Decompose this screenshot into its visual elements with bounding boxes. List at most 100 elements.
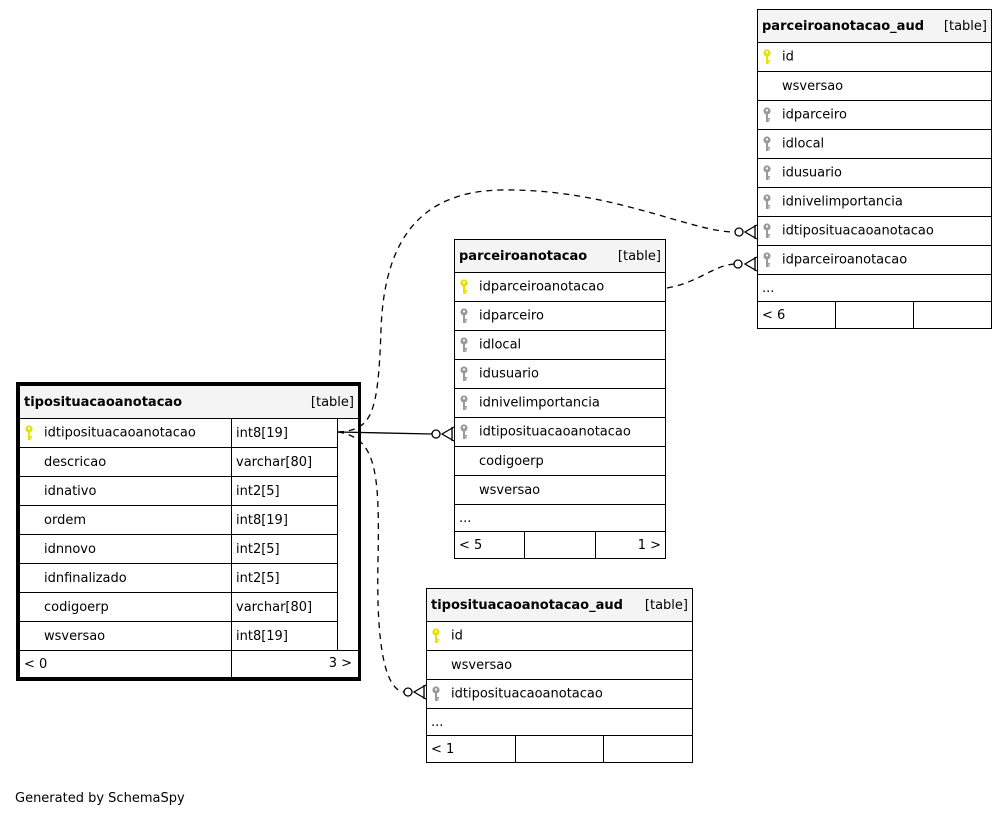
column-name-cell[interactable]: idnivelimportancia	[454, 388, 666, 418]
column-name-cell[interactable]: idparceiroanotacao	[454, 272, 666, 302]
column-name-cell[interactable]: idnnovo	[19, 534, 232, 564]
column-name-cell[interactable]: id	[757, 42, 992, 72]
table-header[interactable]: tiposituacaoanotacao_aud [table]	[426, 588, 693, 622]
column-name: idnivelimportancia	[479, 395, 600, 411]
column-name-cell[interactable]: idparceiro	[757, 100, 992, 130]
column-row[interactable]: id	[426, 621, 693, 651]
footer-left[interactable]: < 5	[453, 531, 526, 559]
primary-key-icon	[762, 49, 776, 65]
column-name-cell[interactable]: wsversao	[454, 475, 666, 505]
column-type: int8[19]	[231, 505, 338, 535]
column-row[interactable]: idnivelimportancia	[454, 388, 666, 418]
column-name: codigoerp	[479, 453, 544, 469]
column-name-cell[interactable]: wsversao	[19, 621, 232, 651]
column-row[interactable]: idtiposituacaoanotacao	[757, 216, 992, 246]
generated-by-credit[interactable]: Generated by SchemaSpy	[15, 791, 185, 806]
column-name-cell[interactable]: idtiposituacaoanotacao	[19, 418, 232, 448]
column-name-cell[interactable]: idparceiro	[454, 301, 666, 331]
column-name-cell[interactable]: idusuario	[454, 359, 666, 389]
column-name-cell[interactable]: idtiposituacaoanotacao	[454, 417, 666, 447]
column-spacer	[337, 534, 359, 564]
column-row[interactable]: idusuario	[454, 359, 666, 389]
column-row[interactable]: idparceiro	[454, 301, 666, 331]
table-tiposituacaoanotacao[interactable]: tiposituacaoanotacao [table] idtipositua…	[16, 382, 361, 681]
foreign-key-icon	[762, 223, 776, 239]
column-name-cell[interactable]: idtiposituacaoanotacao	[757, 216, 992, 246]
more-columns-ellipsis[interactable]: ...	[426, 708, 693, 736]
column-name-cell[interactable]: ordem	[19, 505, 232, 535]
column-name-cell[interactable]: idlocal	[454, 330, 666, 360]
column-name-cell[interactable]: descricao	[19, 447, 232, 477]
column-name: codigoerp	[44, 599, 109, 615]
column-row[interactable]: wsversao	[757, 71, 992, 101]
column-name-cell[interactable]: codigoerp	[454, 446, 666, 476]
column-name-cell[interactable]: idnativo	[19, 476, 232, 506]
more-columns-ellipsis[interactable]: ...	[757, 274, 992, 302]
column-name-cell[interactable]: id	[426, 621, 693, 651]
foreign-key-icon	[459, 424, 473, 440]
column-type: int2[5]	[231, 476, 338, 506]
column-name-cell[interactable]: idlocal	[757, 129, 992, 159]
column-row[interactable]: idparceiroanotacao	[757, 245, 992, 275]
column-name-cell[interactable]: idnfinalizado	[19, 563, 232, 593]
column-row[interactable]: idlocal	[757, 129, 992, 159]
column-row[interactable]: idusuario	[757, 158, 992, 188]
column-spacer	[337, 505, 359, 535]
table-parceiroanotacao[interactable]: parceiroanotacao [table] idparceiroanota…	[453, 239, 667, 559]
column-row[interactable]: wsversao	[454, 475, 666, 505]
crowfoot-circle	[403, 687, 413, 697]
foreign-key-icon	[762, 107, 776, 123]
footer-left[interactable]: < 0	[19, 650, 232, 678]
column-row[interactable]: wsversao	[426, 650, 693, 680]
column-name: idtiposituacaoanotacao	[782, 223, 934, 239]
column-name-cell[interactable]: wsversao	[426, 650, 693, 680]
footer-right[interactable]	[603, 735, 693, 763]
column-name-cell[interactable]: idtiposituacaoanotacao	[426, 679, 693, 709]
column-name-cell[interactable]: wsversao	[757, 71, 992, 101]
column-spacer	[337, 447, 359, 477]
column-row[interactable]: codigoerp	[454, 446, 666, 476]
table-header[interactable]: parceiroanotacao [table]	[454, 239, 666, 273]
footer-left[interactable]: < 1	[426, 735, 516, 763]
more-columns-ellipsis[interactable]: ...	[454, 504, 666, 532]
column-name-cell[interactable]: idnivelimportancia	[757, 187, 992, 217]
crowfoot-circle	[431, 429, 441, 439]
column-row[interactable]: idtiposituacaoanotacao int8[19]	[19, 418, 359, 448]
footer-left[interactable]: < 6	[757, 301, 836, 329]
column-row[interactable]: idnivelimportancia	[757, 187, 992, 217]
footer-right[interactable]	[337, 650, 359, 678]
table-header[interactable]: parceiroanotacao_aud [table]	[757, 9, 992, 43]
column-name: idtiposituacaoanotacao	[44, 425, 196, 441]
column-row[interactable]: idparceiro	[757, 100, 992, 130]
link-tipo-to-tipo-aud	[337, 431, 405, 693]
crowfoot-mark	[743, 224, 758, 240]
column-name-cell[interactable]: codigoerp	[19, 592, 232, 622]
foreign-key-icon	[459, 308, 473, 324]
column-row[interactable]: id	[757, 42, 992, 72]
column-name: idparceiroanotacao	[479, 279, 605, 295]
table-type: [table]	[310, 394, 354, 410]
foreign-key-icon	[459, 366, 473, 382]
column-row[interactable]: idtiposituacaoanotacao	[454, 417, 666, 447]
column-name: idnnovo	[44, 541, 96, 557]
column-row[interactable]: idlocal	[454, 330, 666, 360]
footer-right[interactable]: 1 >	[594, 531, 667, 559]
foreign-key-icon	[762, 252, 776, 268]
column-type: int8[19]	[231, 418, 338, 448]
footer-right[interactable]	[913, 301, 992, 329]
column-name-cell[interactable]: idusuario	[757, 158, 992, 188]
column-name-cell[interactable]: idparceiroanotacao	[757, 245, 992, 275]
column-row[interactable]: idparceiroanotacao	[454, 272, 666, 302]
column-name: descricao	[44, 454, 107, 470]
column-row[interactable]: idtiposituacaoanotacao	[426, 679, 693, 709]
table-header[interactable]: tiposituacaoanotacao [table]	[19, 385, 359, 419]
